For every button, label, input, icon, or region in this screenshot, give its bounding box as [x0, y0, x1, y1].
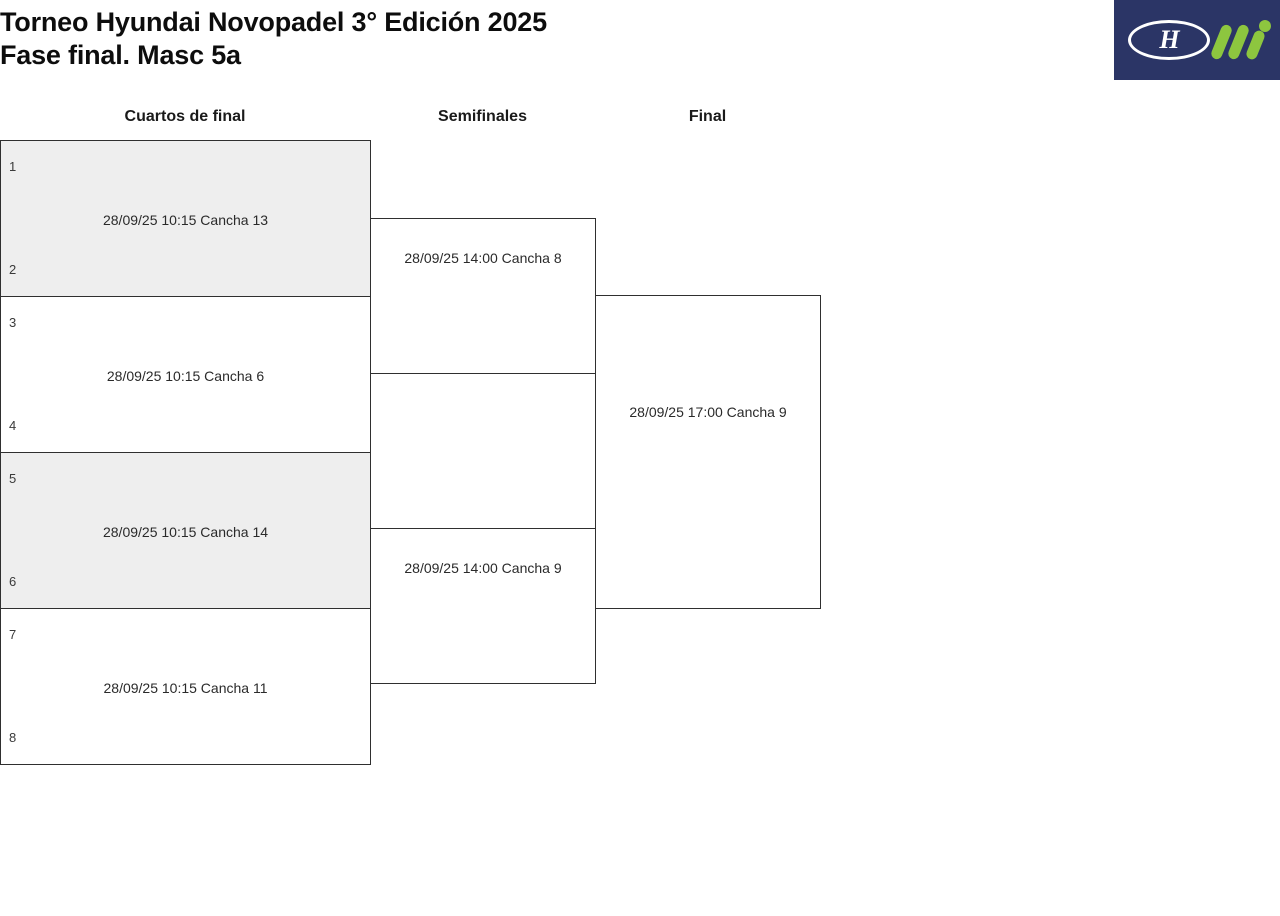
round-header-semifinals: Semifinales	[438, 108, 527, 125]
match-quarterfinal-1[interactable]: 1 28/09/25 10:15 Cancha 13 2	[0, 140, 371, 297]
m-dot-icon	[1259, 20, 1271, 32]
seed-label-top: 5	[9, 471, 17, 486]
tournament-bracket: Cuartos de final Semifinales Final 1 28/…	[0, 98, 1280, 798]
seed-label-bottom: 8	[9, 730, 17, 745]
match-quarterfinal-4[interactable]: 7 28/09/25 10:15 Cancha 11 8	[0, 608, 371, 765]
seed-label-bottom: 4	[9, 418, 17, 433]
match-final[interactable]: 28/09/25 17:00 Cancha 9	[595, 295, 821, 609]
match-info: 28/09/25 14:00 Cancha 9	[404, 560, 562, 576]
seed-label-bottom: 2	[9, 262, 17, 277]
m-bar-third-icon	[1244, 29, 1267, 61]
seed-label-top: 3	[9, 315, 17, 330]
match-info: 28/09/25 10:15 Cancha 13	[102, 212, 269, 228]
match-info: 28/09/25 10:15 Cancha 11	[103, 680, 268, 696]
match-info: 28/09/25 10:15 Cancha 6	[106, 368, 265, 384]
hyundai-letter-h: H	[1159, 25, 1179, 54]
title-line-primary: Torneo Hyundai Novopadel 3° Edición 2025	[0, 7, 547, 37]
novopadel-m-icon	[1209, 18, 1274, 62]
match-quarterfinal-2[interactable]: 3 28/09/25 10:15 Cancha 6 4	[0, 296, 371, 453]
match-info: 28/09/25 17:00 Cancha 9	[629, 404, 787, 420]
match-info: 28/09/25 10:15 Cancha 14	[102, 524, 269, 540]
page-header: Torneo Hyundai Novopadel 3° Edición 2025…	[0, 0, 1280, 88]
match-semifinal-1[interactable]: 28/09/25 14:00 Cancha 8	[370, 218, 596, 374]
hyundai-ellipse-icon	[1128, 20, 1210, 60]
match-semifinal-2[interactable]: 28/09/25 14:00 Cancha 9	[370, 528, 596, 684]
seed-label-top: 1	[9, 159, 17, 174]
match-info: 28/09/25 14:00 Cancha 8	[404, 250, 562, 266]
match-quarterfinal-3[interactable]: 5 28/09/25 10:15 Cancha 14 6	[0, 452, 371, 609]
hyundai-logo-icon: H	[1128, 20, 1210, 60]
sponsor-logo-banner: H	[1114, 0, 1280, 80]
round-header-final: Final	[688, 108, 727, 125]
round-header-quarterfinals: Cuartos de final	[124, 108, 246, 125]
title-line-secondary: Fase final. Masc 5a	[0, 40, 241, 70]
seed-label-top: 7	[9, 627, 17, 642]
seed-label-bottom: 6	[9, 574, 17, 589]
page-title: Torneo Hyundai Novopadel 3° Edición 2025…	[0, 6, 1050, 72]
